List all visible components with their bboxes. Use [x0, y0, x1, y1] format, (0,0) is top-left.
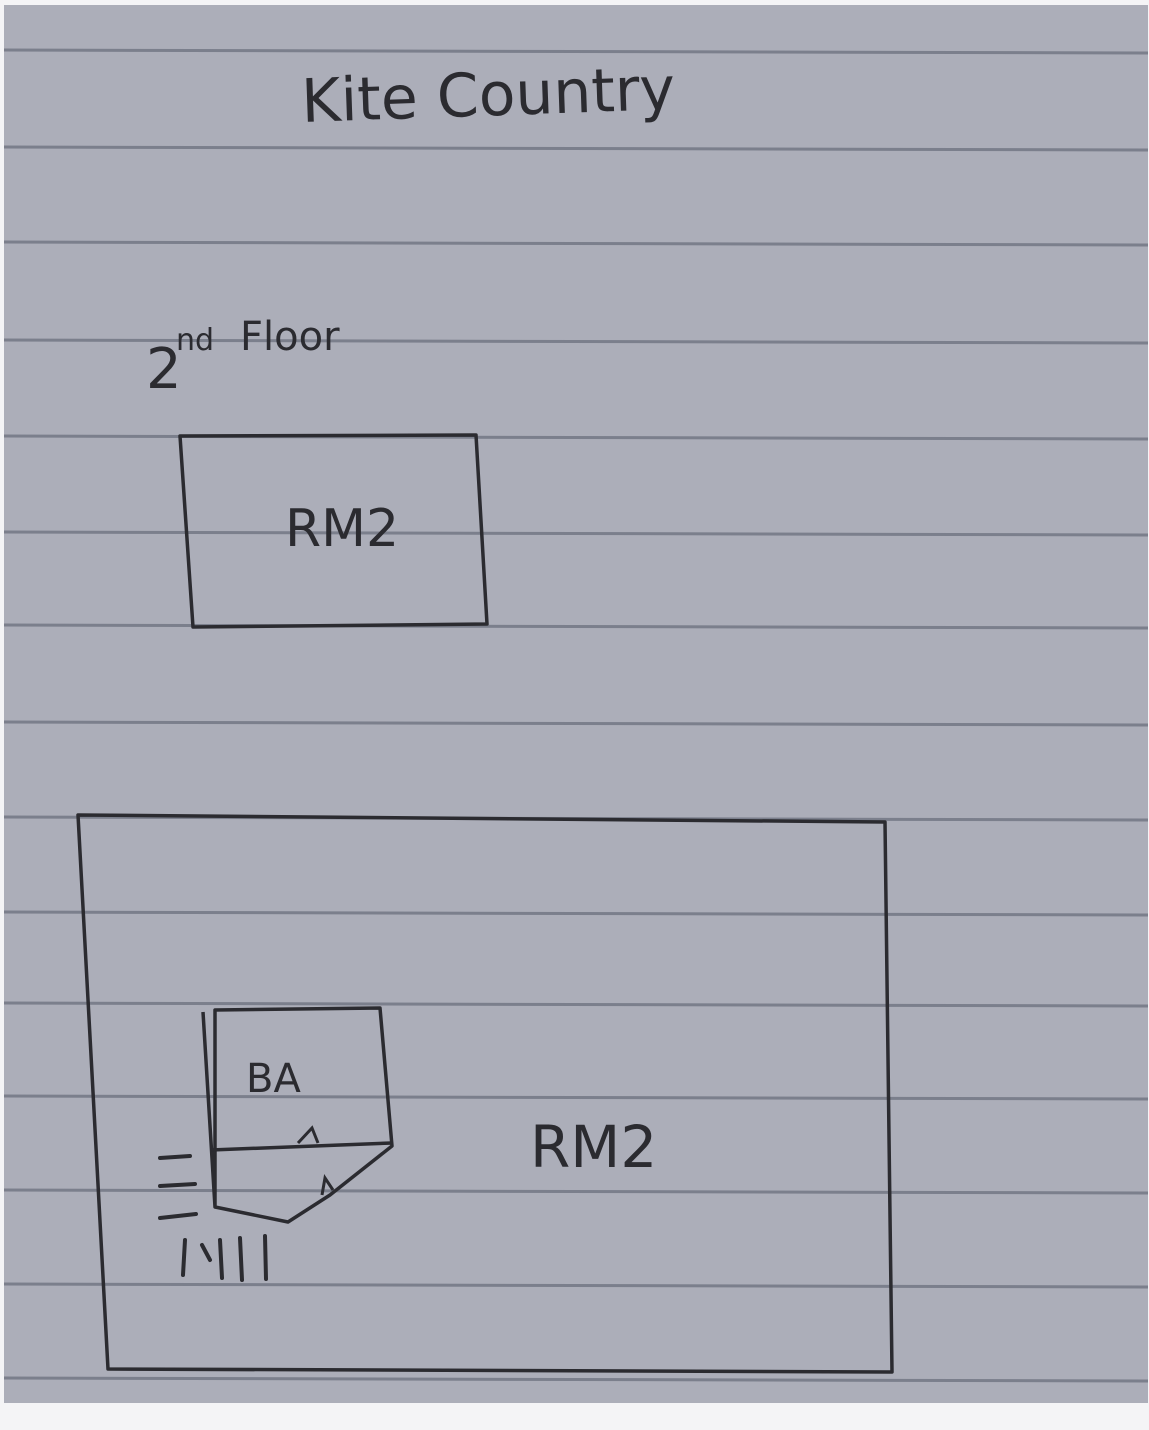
page-title: Kite Country	[300, 54, 676, 137]
lower-room: RM2	[76, 813, 894, 1374]
upper-room-label: RM2	[285, 499, 399, 559]
upper-room-outline	[178, 433, 489, 629]
bathroom-label: BA	[246, 1056, 301, 1102]
ruled-line	[3, 240, 1149, 247]
ruled-line	[3, 1282, 1149, 1289]
floor-word: Floor	[240, 314, 340, 360]
floor-superscript: nd	[176, 323, 214, 358]
ruled-line	[3, 48, 1149, 55]
floor-label: 2 nd Floor	[146, 314, 340, 402]
ruled-line	[3, 910, 1149, 917]
ruled-line	[3, 145, 1149, 152]
ruled-line	[3, 1376, 1149, 1383]
upper-room: RM2	[178, 433, 489, 629]
ruled-line	[3, 530, 1149, 537]
ruled-line	[3, 338, 1149, 345]
floor-number: 2	[146, 337, 182, 402]
ruled-line	[3, 1188, 1149, 1195]
lower-room-label: RM2	[530, 1113, 657, 1181]
bathroom-outline	[201, 1006, 394, 1224]
bathroom-divider	[210, 1141, 393, 1152]
ruled-line	[3, 720, 1149, 727]
lower-room-outline	[76, 813, 894, 1374]
bathroom: BA	[201, 1006, 394, 1224]
bathroom-door-mark-lower	[320, 1174, 335, 1196]
stair-marks	[158, 1154, 268, 1282]
bathroom-door-mark	[296, 1125, 320, 1145]
ruled-line	[3, 1001, 1149, 1008]
paper-background	[4, 5, 1148, 1403]
ruled-line	[3, 1094, 1149, 1101]
